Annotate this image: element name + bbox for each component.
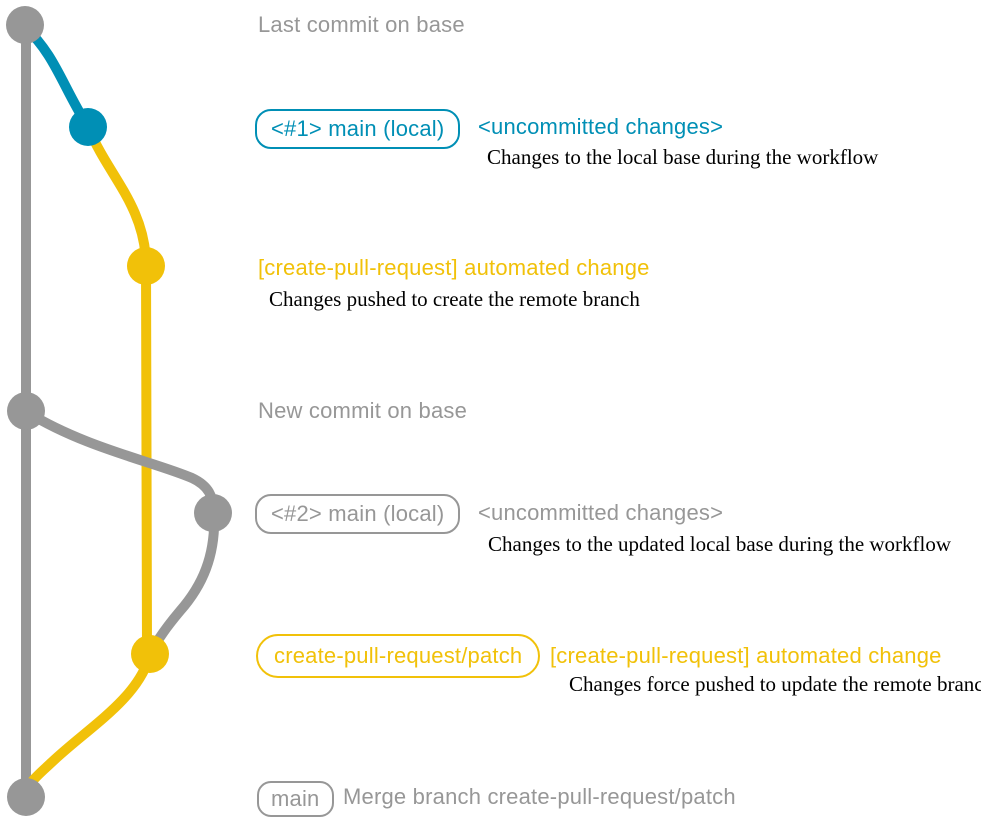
branch-label-create-pull-request-patch-text: create-pull-request/patch: [274, 643, 523, 668]
annotation-new-commit-on-base: New commit on base: [258, 398, 468, 423]
commit-message-merge-branch: Merge branch create-pull-request/patch: [343, 784, 736, 809]
branch-label-main-local-2-text: <#2> main (local): [271, 501, 445, 526]
commit-node-local-main-2: [194, 494, 232, 532]
annotation-last-commit-on-base: Last commit on base: [258, 12, 465, 37]
branch-label-main-text: main: [271, 786, 320, 811]
commit-message-automated-change-2: [create-pull-request] automated change: [550, 643, 942, 668]
commit-node-automated-change-2: [131, 635, 169, 673]
note-force-pushed-update-branch: Changes force pushed to update the remot…: [569, 672, 981, 696]
commit-node-new-commit-on-base: [7, 392, 45, 430]
commit-node-local-main-1: [69, 108, 107, 146]
branch-label-main-local-1-text: <#1> main (local): [271, 116, 445, 141]
branch-label-main-local-2: <#2> main (local): [255, 494, 461, 534]
branch-label-main: main: [257, 781, 334, 817]
status-uncommitted-changes-1: <uncommitted changes>: [478, 114, 724, 139]
commit-node-automated-change-1: [127, 247, 165, 285]
note-pushed-to-create-branch: Changes pushed to create the remote bran…: [269, 287, 640, 311]
branch-label-main-local-1: <#1> main (local): [255, 109, 461, 149]
branch-line-patch: [84, 124, 152, 657]
branch-line-local-main-2: [22, 407, 220, 658]
note-updated-local-base-changes: Changes to the updated local base during…: [488, 532, 952, 556]
commit-node-merge: [7, 778, 45, 816]
branch-line-local-main-1: [20, 22, 92, 130]
commit-message-automated-change-1: [create-pull-request] automated change: [258, 255, 650, 280]
note-local-base-changes: Changes to the local base during the wor…: [487, 145, 879, 169]
branch-line-merge: [21, 653, 154, 799]
branch-label-create-pull-request-patch: create-pull-request/patch: [256, 634, 541, 678]
status-uncommitted-changes-2: <uncommitted changes>: [478, 500, 724, 525]
commit-node-last-commit-on-base: [6, 6, 44, 44]
